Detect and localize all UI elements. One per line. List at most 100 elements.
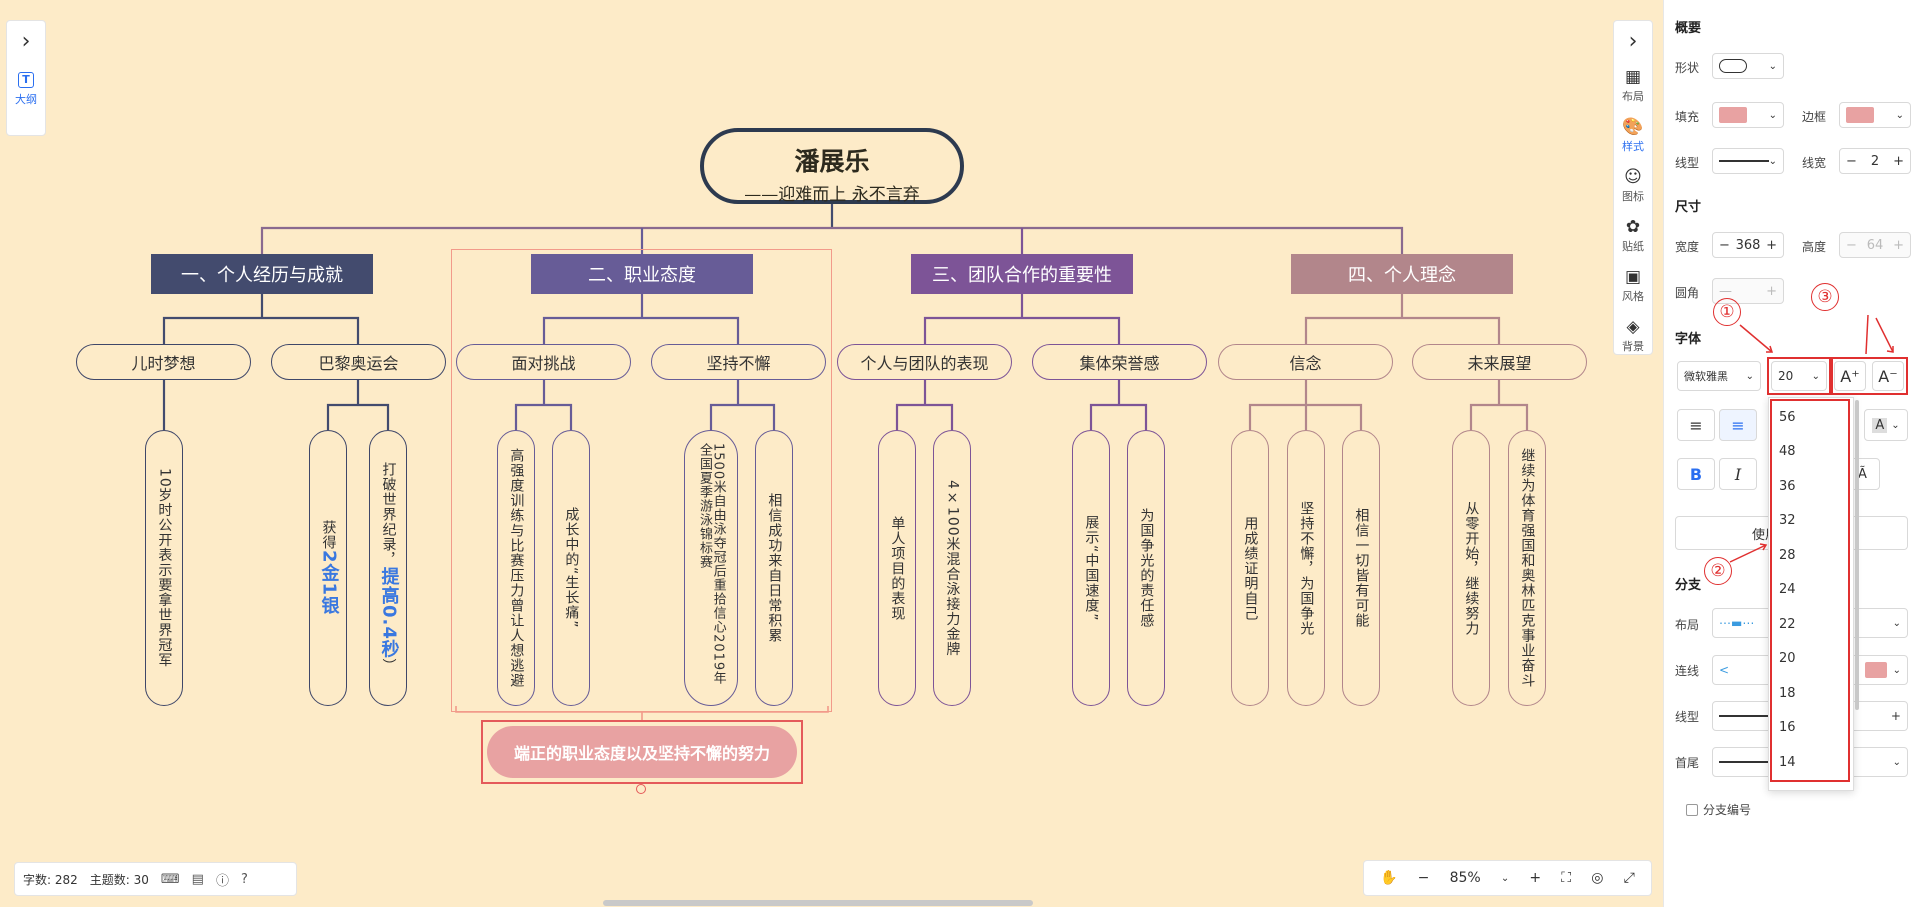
leaf-topic[interactable]: 1500米自由泳夺冠后重拾信心2019年全国夏季游泳锦标赛: [684, 430, 738, 706]
outline-label[interactable]: 大纲: [15, 93, 37, 106]
font-size-option[interactable]: 32: [1779, 513, 1796, 528]
width-label: 宽度: [1675, 240, 1700, 254]
align-left-button[interactable]: ≡: [1677, 409, 1715, 441]
leaf-topic[interactable]: 打破世界纪录，提高0.4秒）: [369, 430, 407, 706]
align-center-button[interactable]: ≡: [1719, 409, 1757, 441]
font-size-option[interactable]: 48: [1779, 444, 1796, 459]
leaf-topic[interactable]: 坚持不懈，为国争光: [1287, 430, 1325, 706]
italic-button[interactable]: I: [1719, 458, 1757, 490]
branch-1-topic[interactable]: 一、个人经历与成就: [151, 254, 373, 294]
leaf-topic[interactable]: 继续为体育强国和奥林匹克事业奋斗: [1508, 430, 1546, 706]
fill-color-dropdown[interactable]: ⌄: [1712, 102, 1784, 128]
subtopic[interactable]: 未来展望: [1412, 344, 1587, 380]
font-family-value: 微软雅黑: [1684, 370, 1728, 383]
tool-theme[interactable]: ▣风格: [1614, 267, 1652, 304]
subtopic[interactable]: 个人与团队的表现: [837, 344, 1012, 380]
font-size-option[interactable]: 20: [1779, 651, 1796, 666]
tool-sticker[interactable]: ✿贴纸: [1614, 217, 1652, 254]
minus-icon: −: [1846, 237, 1857, 253]
subtopic[interactable]: 信念: [1218, 344, 1393, 380]
branch-4-label: 四、个人理念: [1348, 265, 1456, 286]
tool-background[interactable]: ◈背景: [1614, 317, 1652, 354]
font-decrease-button[interactable]: A⁻: [1872, 361, 1904, 391]
font-size-option[interactable]: 22: [1779, 617, 1796, 632]
line-width-value[interactable]: 2: [1870, 153, 1880, 169]
branch-number-checkbox[interactable]: [1686, 803, 1698, 816]
minus-icon[interactable]: −: [1846, 153, 1857, 169]
leaf-topic[interactable]: 成长中的“生长痛”: [552, 430, 590, 706]
locate-icon[interactable]: ◎: [1591, 870, 1604, 886]
zoom-level[interactable]: 85%: [1449, 870, 1481, 886]
bold-button[interactable]: B: [1677, 458, 1715, 490]
font-size-option[interactable]: 36: [1779, 479, 1796, 494]
corner-stepper[interactable]: —+: [1712, 278, 1784, 304]
zoom-in-button[interactable]: +: [1529, 870, 1542, 886]
branch-3-topic[interactable]: 三、团队合作的重要性: [911, 254, 1133, 294]
branch-2-topic[interactable]: 二、职业态度: [531, 254, 753, 294]
leaf-label: 为国争光的责任感: [1138, 508, 1155, 628]
summary-handle[interactable]: [636, 784, 646, 794]
branch-4-topic[interactable]: 四、个人理念: [1291, 254, 1513, 294]
width-value[interactable]: 368: [1735, 237, 1761, 253]
leaf-topic[interactable]: 为国争光的责任感: [1127, 430, 1165, 706]
leaf-topic[interactable]: 展示“中国速度”: [1072, 430, 1110, 706]
leaf-topic[interactable]: 高强度训练与比赛压力曾让人想逃避: [497, 430, 535, 706]
subtopic[interactable]: 儿时梦想: [76, 344, 251, 380]
font-size-option[interactable]: 18: [1779, 686, 1796, 701]
font-color-dropdown[interactable]: A⌄: [1864, 409, 1908, 441]
font-size-option[interactable]: 14: [1779, 755, 1796, 770]
font-size-option[interactable]: 16: [1779, 720, 1796, 735]
expand-chevron-icon[interactable]: ›: [21, 29, 31, 54]
minus-icon[interactable]: −: [1719, 237, 1730, 253]
font-size-option[interactable]: 28: [1779, 548, 1796, 563]
keyboard-icon[interactable]: ⌨: [160, 871, 180, 887]
font-family-dropdown[interactable]: 微软雅黑⌄: [1677, 361, 1761, 391]
tool-icon[interactable]: ☺图标: [1614, 167, 1652, 204]
subtopic[interactable]: 巴黎奥运会: [271, 344, 446, 380]
tool-layout[interactable]: ▦布局: [1614, 67, 1652, 104]
fit-icon[interactable]: ⛶: [1561, 870, 1572, 886]
fullscreen-icon[interactable]: ⤢: [1623, 870, 1635, 886]
height-stepper[interactable]: −64+: [1839, 232, 1911, 258]
subtopic[interactable]: 面对挑战: [456, 344, 631, 380]
line-width-stepper[interactable]: −2 +: [1839, 148, 1911, 174]
font-size-dropdown[interactable]: 20⌄: [1771, 361, 1827, 391]
plus-icon[interactable]: +: [1766, 237, 1777, 253]
info-icon[interactable]: ⓘ: [215, 873, 229, 889]
leaf-highlight: 提高0.4秒: [378, 567, 400, 659]
tool-style[interactable]: 🎨样式: [1614, 117, 1652, 154]
outline-icon[interactable]: T: [18, 72, 34, 88]
menu-scrollbar[interactable]: [1855, 400, 1859, 710]
subtopic[interactable]: 集体荣誉感: [1032, 344, 1207, 380]
leaf-topic[interactable]: 单人项目的表现: [878, 430, 916, 706]
shape-dropdown[interactable]: ⌄: [1712, 53, 1784, 79]
leaf-topic[interactable]: 从零开始，继续努力: [1452, 430, 1490, 706]
leaf-topic[interactable]: 4×100米混合泳接力金牌: [933, 430, 971, 706]
leaf-topic[interactable]: 用成绩证明自己: [1231, 430, 1269, 706]
chevron-down-icon: ⌄: [1811, 370, 1820, 382]
font-increase-button[interactable]: A⁺: [1834, 361, 1866, 391]
line-type-dropdown[interactable]: ⌄: [1712, 148, 1784, 174]
leaf-topic[interactable]: 相信成功来自日常积累: [755, 430, 793, 706]
border-color-dropdown[interactable]: ⌄: [1839, 102, 1911, 128]
horizontal-scrollbar[interactable]: [603, 900, 1033, 906]
leaf-topic[interactable]: 10岁时公开表示要拿世界冠军: [145, 430, 183, 706]
width-stepper[interactable]: −368 +: [1712, 232, 1784, 258]
leaf-topic[interactable]: 获得2金1银: [309, 430, 347, 706]
branch-number-option[interactable]: 分支编号: [1686, 801, 1751, 818]
plus-icon[interactable]: +: [1893, 153, 1904, 169]
subtopic[interactable]: 坚持不懈: [651, 344, 826, 380]
leaf-topic[interactable]: 相信一切皆有可能: [1342, 430, 1380, 706]
summary-topic[interactable]: 端正的职业态度以及坚持不懈的努力: [481, 720, 803, 784]
plus-icon[interactable]: +: [1890, 709, 1901, 723]
root-topic[interactable]: 潘展乐 ——迎难而上 永不言弃: [700, 128, 964, 205]
font-size-option[interactable]: 24: [1779, 582, 1796, 597]
help-icon[interactable]: ?: [240, 871, 248, 887]
hand-icon[interactable]: ✋: [1380, 870, 1398, 886]
collapse-chevron-icon[interactable]: ›: [1628, 29, 1638, 54]
zoom-out-button[interactable]: −: [1417, 870, 1430, 886]
mindmap-canvas[interactable]: 潘展乐 ——迎难而上 永不言弃 一、个人经历与成就 二、职业态度 三、团队合作的…: [0, 0, 1663, 907]
chevron-down-icon[interactable]: ⌄: [1500, 872, 1510, 884]
font-size-option[interactable]: 56: [1779, 410, 1796, 425]
minimap-icon[interactable]: ▤: [191, 871, 204, 887]
